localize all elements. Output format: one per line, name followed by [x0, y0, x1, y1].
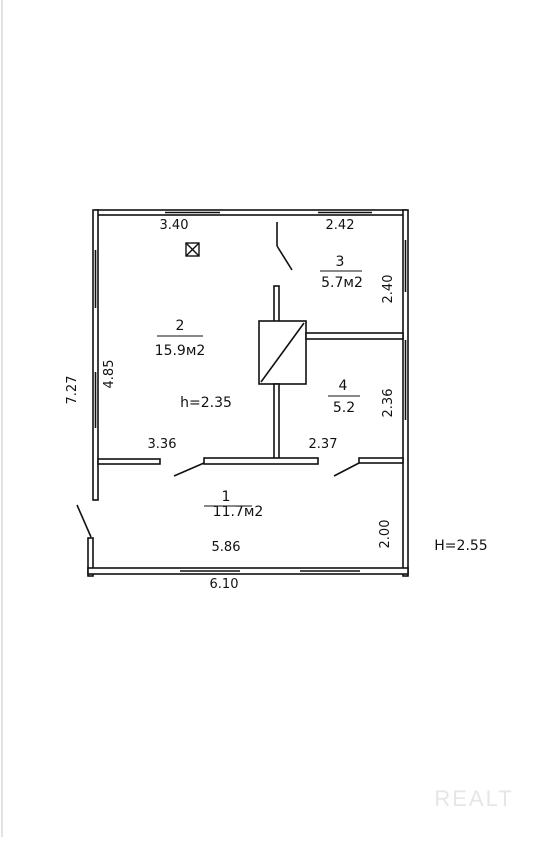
dim-right-room4: 2.36	[381, 389, 396, 418]
partition-vertical-upper	[273, 285, 280, 323]
ceiling-height-inner: h=2.35	[180, 395, 232, 411]
dim-partition-right: 2.37	[309, 437, 338, 452]
dim-right-room3: 2.40	[381, 275, 396, 304]
room-4-area: 5.2	[333, 400, 355, 416]
partition-room3-room4	[305, 332, 404, 340]
dim-left-outer: 7.27	[65, 376, 80, 405]
room-2-number: 2	[176, 318, 185, 334]
interior-partitions	[97, 285, 404, 465]
watermark: REALT	[434, 786, 513, 811]
dim-partition-left: 3.36	[148, 437, 177, 452]
room-4-number: 4	[339, 378, 348, 394]
dim-top-right: 2.42	[326, 218, 355, 233]
partition-left	[97, 458, 161, 465]
door-entrance	[76, 504, 92, 538]
room-2-area: 15.9м2	[155, 343, 206, 359]
dim-bottom-inner: 5.86	[212, 540, 241, 555]
partition-middle	[203, 457, 319, 465]
room-3-area: 5.7м2	[321, 275, 363, 291]
vent-icon	[185, 242, 200, 257]
dim-right-room1: 2.00	[378, 520, 393, 549]
doors	[76, 222, 360, 538]
wall-left-lower	[87, 537, 94, 577]
wall-bottom	[87, 567, 409, 575]
partition-right	[358, 457, 404, 464]
dim-top-left: 3.40	[160, 218, 189, 233]
wall-left	[92, 209, 99, 501]
door-room2	[173, 462, 205, 477]
dim-bottom-outer: 6.10	[210, 577, 239, 592]
stove-diagonal	[260, 322, 305, 383]
dim-left-inner: 4.85	[102, 360, 117, 389]
ceiling-height-total: H=2.55	[434, 538, 487, 554]
door-room3	[276, 245, 293, 271]
room-3-number: 3	[336, 254, 345, 270]
partition-vertical-lower	[273, 383, 280, 461]
room-1-area: 11.7м2	[213, 504, 264, 520]
door-room4	[333, 462, 360, 477]
outer-walls	[87, 209, 409, 577]
room-1-number: 1	[222, 489, 231, 505]
